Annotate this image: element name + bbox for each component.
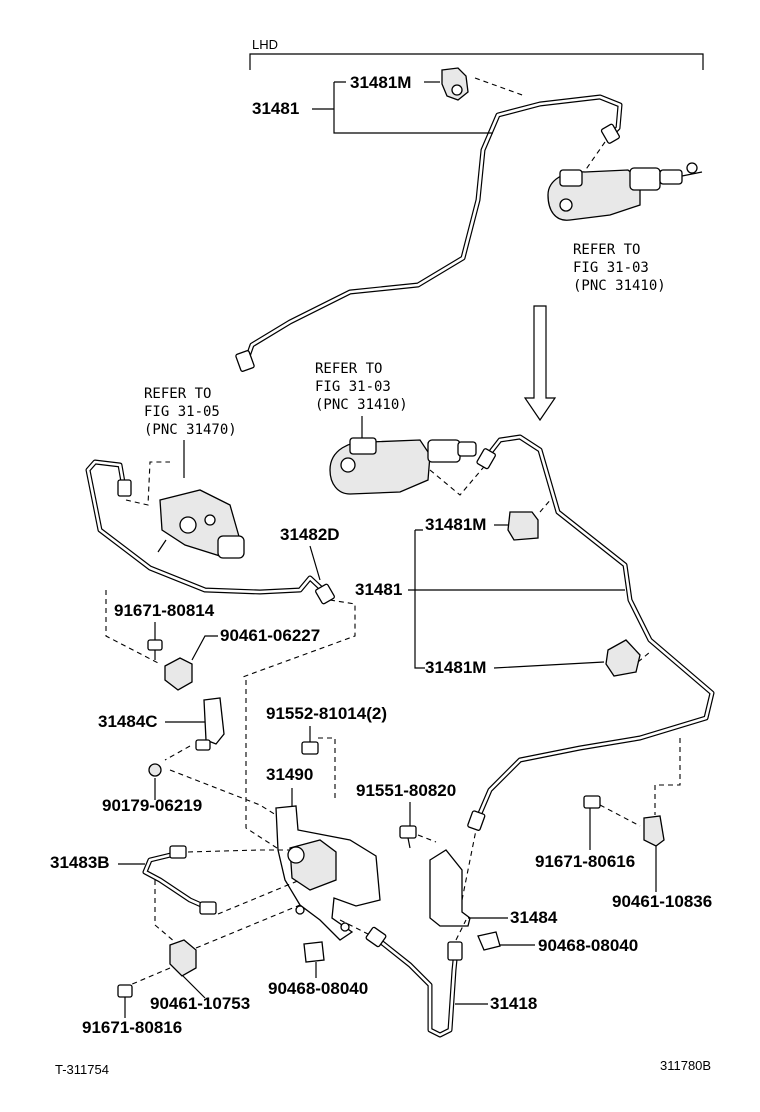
- ref-mid-left-line3: (PNC 31470): [144, 422, 237, 438]
- release-cylinder: [157, 489, 245, 559]
- ref-top-line1: REFER TO: [573, 242, 640, 258]
- label-91671-80814: 91671-80814: [114, 601, 215, 620]
- label-31482d: 31482D: [280, 525, 340, 544]
- label-31481m-mid: 31481M: [425, 515, 486, 534]
- bracket-31484c: [195, 697, 225, 751]
- left-clutch-pipe-31482d: [85, 459, 335, 605]
- clip-90461-10753: [169, 939, 197, 977]
- ref-top-line3: (PNC 31410): [573, 278, 666, 294]
- label-90179-06219: 90179-06219: [102, 796, 202, 815]
- clamp-31481m-low: [605, 639, 651, 677]
- pipe-31483b: [142, 845, 217, 915]
- label-31481m-top: 31481M: [350, 73, 411, 92]
- label-91552-81014: 91552-81014(2): [266, 704, 387, 723]
- label-31481m-low: 31481M: [425, 658, 486, 677]
- bolt-91671-80814: [147, 639, 163, 660]
- label-91551-80820: 91551-80820: [356, 781, 456, 800]
- label-31418: 31418: [490, 994, 537, 1013]
- ref-mid-center-line3: (PNC 31410): [315, 397, 408, 413]
- bolt-91671-80816: [117, 984, 133, 998]
- clip-90468-08040-right: [477, 931, 501, 951]
- footer-right-code: 311780B: [660, 1058, 711, 1073]
- flexible-hose-31418: [365, 926, 463, 1038]
- label-90461-06227: 90461-06227: [220, 626, 320, 645]
- label-90468-08040-right: 90468-08040: [538, 936, 638, 955]
- clutch-valve-assembly-31490: [275, 805, 381, 941]
- clip-90468-08040-center: [303, 941, 325, 963]
- ref-mid-center-line1: REFER TO: [315, 361, 382, 377]
- label-91671-80616: 91671-80616: [535, 852, 635, 871]
- ref-mid-left-line1: REFER TO: [144, 386, 211, 402]
- label-31483b: 31483B: [50, 853, 110, 872]
- clamp-31481m-top: [441, 67, 526, 101]
- lhd-label: LHD: [252, 37, 278, 52]
- label-31484: 31484: [510, 908, 558, 927]
- bolt-91551-80820: [399, 825, 417, 849]
- label-90461-10836: 90461-10836: [612, 892, 712, 911]
- label-31490: 31490: [266, 765, 313, 784]
- bolt-91671-80616: [583, 795, 601, 809]
- label-31481-mid: 31481: [355, 580, 402, 599]
- nut-90179-06219: [148, 763, 162, 777]
- ref-mid-center-line2: FIG 31-03: [315, 379, 391, 395]
- label-90461-10753: 90461-10753: [150, 994, 250, 1013]
- master-cylinder-mid: [329, 437, 489, 496]
- label-91671-80816: 91671-80816: [82, 1018, 182, 1037]
- bolt-91552-81014: [301, 741, 319, 755]
- mid-clutch-pipe: [467, 434, 715, 831]
- lhd-bracket: LHD: [249, 37, 704, 70]
- label-31481-top: 31481: [252, 99, 299, 118]
- down-arrow-icon: [523, 305, 557, 422]
- clip-90461-10836: [643, 815, 665, 847]
- clamp-31481m-mid: [507, 497, 553, 541]
- ref-mid-left-line2: FIG 31-05: [144, 404, 220, 420]
- label-90468-08040-center: 90468-08040: [268, 979, 368, 998]
- master-cylinder-top: [547, 141, 703, 221]
- clip-90461-06227: [164, 657, 193, 691]
- ref-top-line2: FIG 31-03: [573, 260, 649, 276]
- top-clutch-pipe: [235, 94, 623, 372]
- footer-left-code: T-311754: [55, 1062, 109, 1077]
- label-31484c: 31484C: [98, 712, 158, 731]
